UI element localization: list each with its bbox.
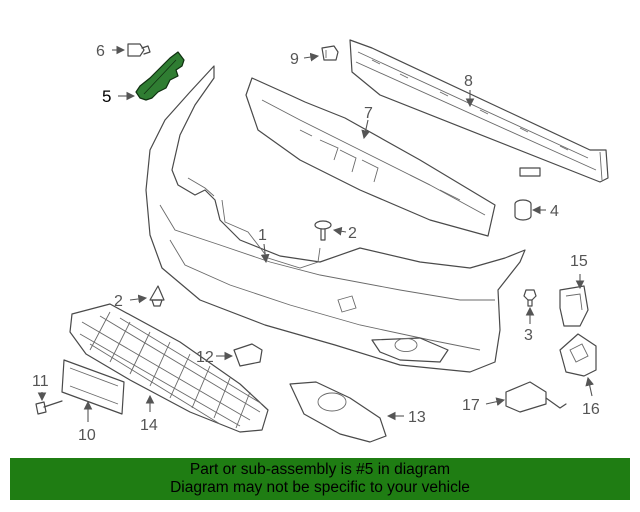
bolt-part-11 bbox=[35, 400, 63, 415]
callout-12: 12 bbox=[196, 349, 214, 366]
leader-lines bbox=[37, 45, 594, 422]
callout-11: 11 bbox=[32, 373, 49, 390]
energy-absorber bbox=[245, 77, 496, 237]
clip-part-2-left bbox=[149, 285, 165, 307]
grille-part-14 bbox=[69, 303, 269, 433]
callout-6: 6 bbox=[96, 43, 105, 60]
cover-part-12 bbox=[233, 343, 263, 367]
callout-9: 9 bbox=[290, 51, 299, 68]
bumper-fascia bbox=[145, 65, 526, 373]
clip-part-2-upper bbox=[314, 220, 332, 241]
callout-labels: 1 2 2 3 4 5 6 7 8 9 10 11 12 13 14 15 16… bbox=[32, 43, 600, 444]
clip-part-6 bbox=[127, 43, 151, 57]
reinforcement-beam bbox=[349, 39, 609, 183]
callout-7: 7 bbox=[364, 105, 373, 122]
banner-line-part-number: Part or sub-assembly is #5 in diagram bbox=[189, 461, 451, 478]
callout-15: 15 bbox=[570, 253, 588, 270]
callout-17: 17 bbox=[462, 397, 480, 414]
cap-part-4 bbox=[514, 199, 532, 221]
callout-5: 5 bbox=[102, 87, 111, 106]
callout-1: 1 bbox=[258, 227, 267, 244]
callout-10: 10 bbox=[78, 427, 96, 444]
highlighted-bracket-part-5 bbox=[135, 51, 185, 101]
callout-14: 14 bbox=[140, 417, 158, 434]
bracket-part-15 bbox=[559, 285, 589, 327]
parts-diagram: 1 2 2 3 4 5 6 7 8 9 10 11 12 13 14 15 16… bbox=[32, 39, 609, 444]
callout-4: 4 bbox=[550, 203, 559, 220]
callout-3: 3 bbox=[524, 327, 533, 344]
bracket-part-16 bbox=[559, 333, 597, 377]
license-bracket-part-10 bbox=[61, 359, 125, 415]
callout-2-left: 2 bbox=[114, 293, 123, 310]
callout-8: 8 bbox=[464, 73, 473, 90]
callout-13: 13 bbox=[408, 409, 426, 426]
bracket-part-9 bbox=[321, 45, 339, 61]
info-banner: Part or sub-assembly is #5 in diagram Di… bbox=[10, 458, 630, 500]
callout-2-upper: 2 bbox=[348, 225, 357, 242]
clip-part-3 bbox=[523, 289, 537, 307]
sensor-part-17 bbox=[505, 381, 567, 413]
bezel-part-13 bbox=[289, 381, 387, 443]
banner-line-disclaimer: Diagram may not be specific to your vehi… bbox=[170, 479, 470, 496]
callout-16: 16 bbox=[582, 401, 600, 418]
